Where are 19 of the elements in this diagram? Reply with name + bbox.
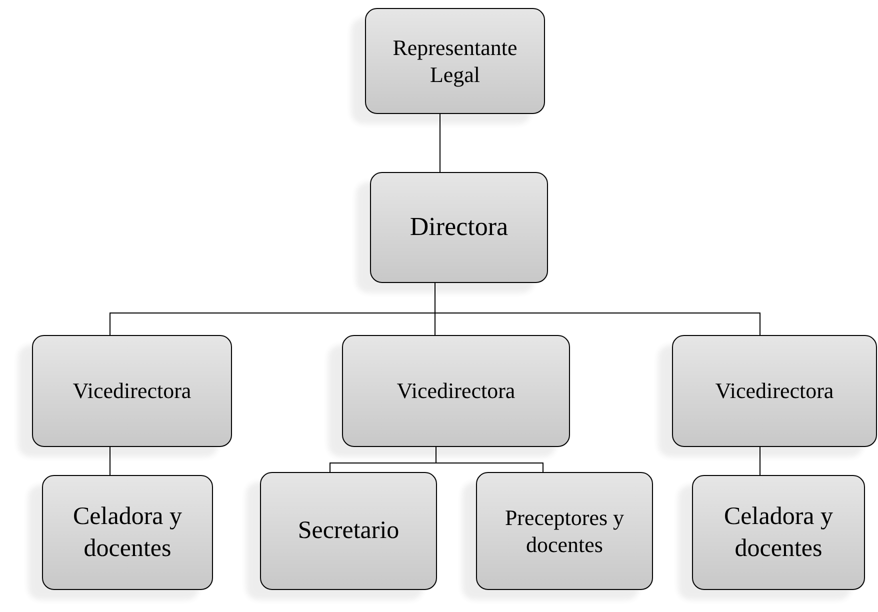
box-label: Secretario [298, 516, 400, 546]
org-box [476, 472, 653, 590]
box-label: Celadora y docentes [72, 502, 183, 564]
org-box [672, 335, 877, 447]
org-box [260, 472, 437, 590]
box-label: Vicedirectora [396, 377, 516, 405]
box-label: Directora [410, 211, 508, 244]
box-label: Vicedirectora [715, 377, 834, 405]
connector-line [436, 446, 544, 472]
org-box [342, 335, 570, 447]
box-label: Representante Legal [392, 34, 518, 88]
org-box [365, 8, 545, 114]
org-box [692, 475, 865, 590]
box-label: Preceptores y docentes [504, 504, 626, 558]
box-label: Vicedirectora [72, 377, 192, 405]
box-label: Celadora y docentes [723, 502, 834, 564]
org-box [370, 172, 548, 283]
org-box [32, 335, 232, 447]
org-box [42, 475, 213, 590]
